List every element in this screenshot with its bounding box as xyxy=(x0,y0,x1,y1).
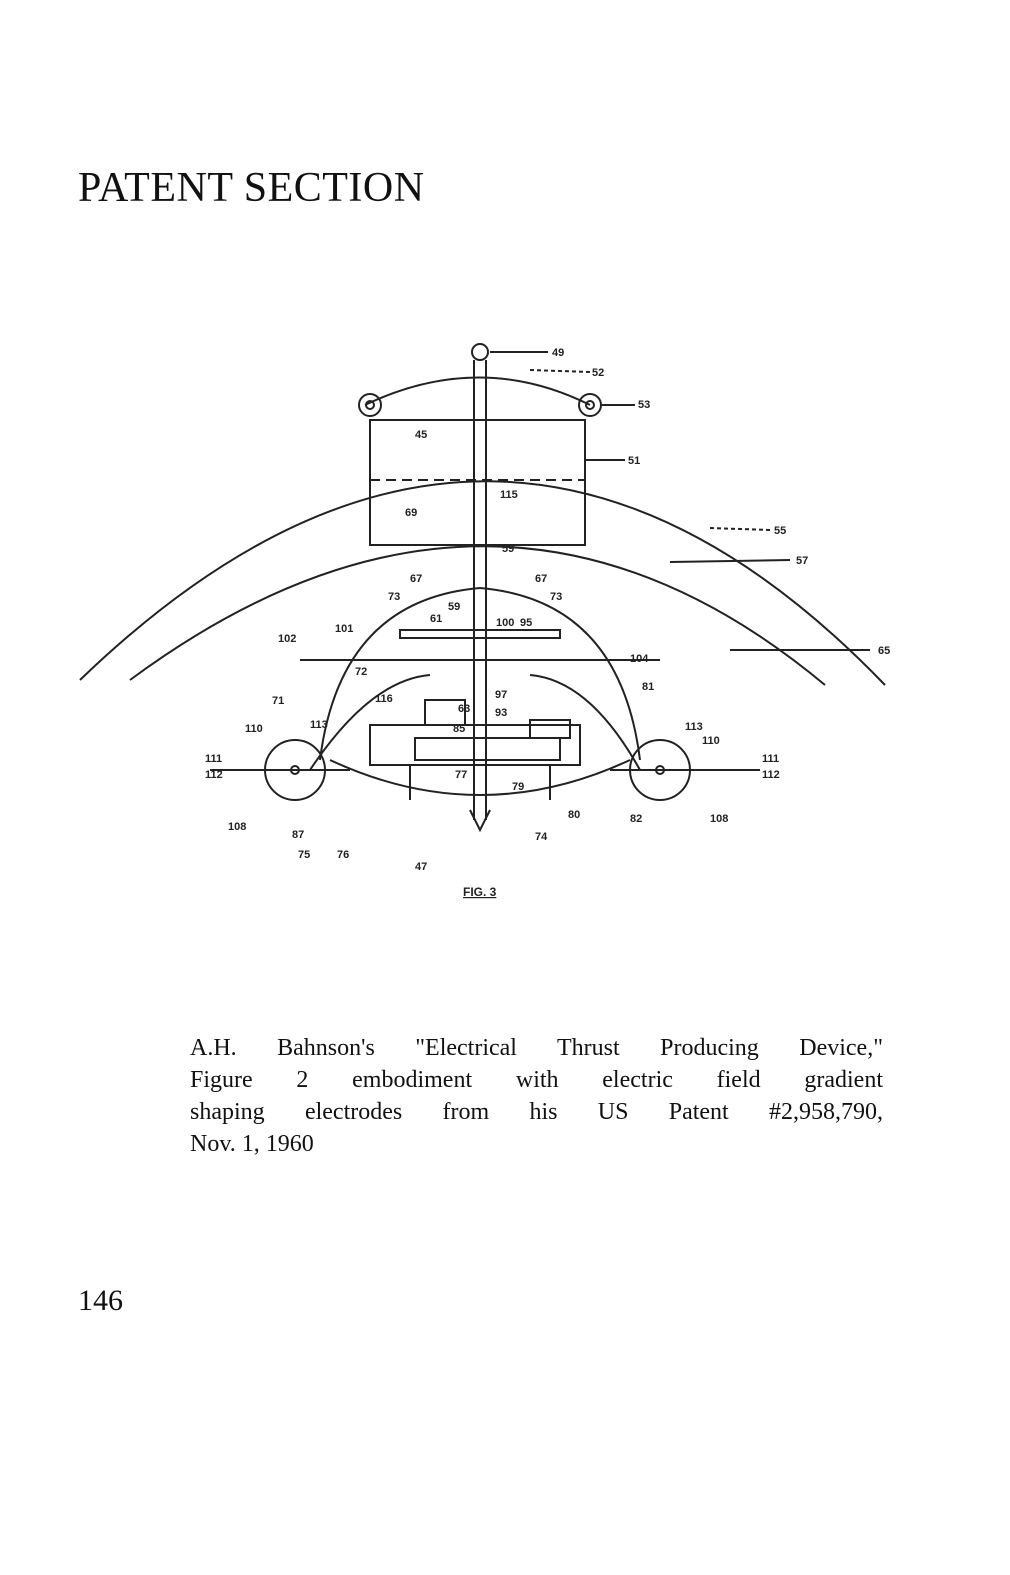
patent-drawing: 49 52 53 45 51 115 69 55 59 57 67 67 73 … xyxy=(79,343,890,899)
svg-text:110: 110 xyxy=(245,723,263,735)
svg-text:80: 80 xyxy=(568,809,580,821)
svg-text:81: 81 xyxy=(642,681,654,693)
svg-text:112: 112 xyxy=(762,769,780,781)
svg-text:116: 116 xyxy=(375,693,393,705)
svg-text:59: 59 xyxy=(448,601,460,613)
svg-text:97: 97 xyxy=(495,689,507,701)
svg-text:112: 112 xyxy=(205,769,223,781)
svg-text:82: 82 xyxy=(630,813,642,825)
svg-text:49: 49 xyxy=(552,347,564,359)
svg-text:63: 63 xyxy=(458,703,470,715)
pulley-left xyxy=(358,393,382,417)
svg-text:55: 55 xyxy=(774,525,786,537)
caption-line: Figure 2 embodiment with electric field … xyxy=(190,1067,883,1093)
svg-text:45: 45 xyxy=(415,429,427,441)
patent-figure: 49 52 53 45 51 115 69 55 59 57 67 67 73 … xyxy=(70,330,920,920)
svg-text:95: 95 xyxy=(520,617,532,629)
svg-text:75: 75 xyxy=(298,849,310,861)
svg-text:67: 67 xyxy=(410,573,422,585)
svg-text:101: 101 xyxy=(335,623,353,635)
mast-top xyxy=(471,343,489,361)
figure-label: FIG. 3 xyxy=(463,885,497,899)
svg-text:108: 108 xyxy=(710,813,728,825)
svg-text:53: 53 xyxy=(638,399,650,411)
svg-text:85: 85 xyxy=(453,723,465,735)
svg-text:111: 111 xyxy=(205,753,222,765)
svg-text:113: 113 xyxy=(685,721,703,733)
page-number: 146 xyxy=(78,1284,123,1317)
svg-text:93: 93 xyxy=(495,707,507,719)
svg-text:102: 102 xyxy=(278,633,296,645)
electrode-arc-55 xyxy=(79,480,886,686)
svg-text:52: 52 xyxy=(592,367,604,379)
svg-text:100: 100 xyxy=(496,617,514,629)
svg-text:76: 76 xyxy=(337,849,349,861)
caption-line: Nov. 1, 1960 xyxy=(190,1131,314,1157)
electrode-arc-57 xyxy=(129,545,826,686)
svg-text:59: 59 xyxy=(502,543,514,555)
figure-caption: A.H. Bahnson's "Electrical Thrust Produc… xyxy=(190,1032,883,1160)
svg-text:113: 113 xyxy=(310,719,328,731)
svg-text:87: 87 xyxy=(292,829,304,841)
svg-text:69: 69 xyxy=(405,507,417,519)
section-heading: PATENT SECTION xyxy=(78,165,425,211)
svg-text:115: 115 xyxy=(500,489,518,501)
svg-text:73: 73 xyxy=(550,591,562,603)
svg-text:77: 77 xyxy=(455,769,467,781)
svg-text:65: 65 xyxy=(878,645,890,657)
svg-text:73: 73 xyxy=(388,591,400,603)
svg-text:57: 57 xyxy=(796,555,808,567)
pulley-right xyxy=(578,393,602,417)
caption-line: A.H. Bahnson's "Electrical Thrust Produc… xyxy=(190,1035,883,1061)
svg-text:108: 108 xyxy=(228,821,246,833)
svg-text:79: 79 xyxy=(512,781,524,793)
svg-text:67: 67 xyxy=(535,573,547,585)
body-dome xyxy=(319,586,641,761)
svg-text:111: 111 xyxy=(762,753,779,765)
cylinder-51 xyxy=(369,419,586,546)
figure-callouts: 49 52 53 45 51 115 69 55 59 57 67 67 73 … xyxy=(205,347,890,873)
svg-text:74: 74 xyxy=(535,831,548,843)
caption-line: shaping electrodes from his US Patent #2… xyxy=(190,1099,883,1125)
svg-text:47: 47 xyxy=(415,861,427,873)
svg-text:104: 104 xyxy=(630,653,649,665)
svg-text:71: 71 xyxy=(272,695,284,707)
svg-text:51: 51 xyxy=(628,455,640,467)
plate-77 xyxy=(414,737,561,761)
svg-text:72: 72 xyxy=(355,666,367,678)
svg-text:110: 110 xyxy=(702,735,720,747)
svg-text:61: 61 xyxy=(430,613,442,625)
